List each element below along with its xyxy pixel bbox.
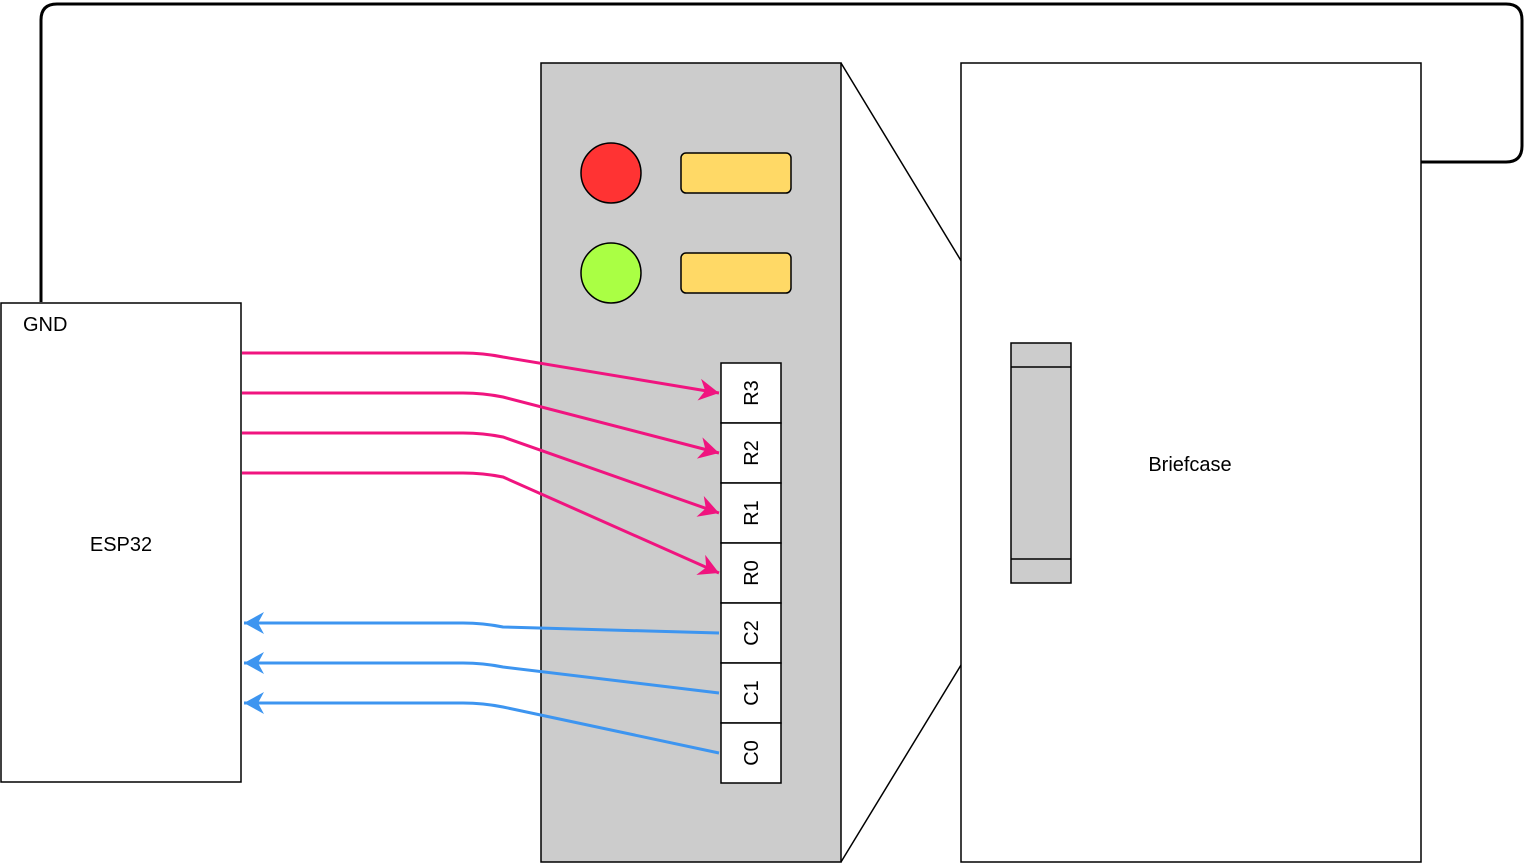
- wire-r3: [242, 351, 720, 401]
- wire-c0: [244, 692, 720, 755]
- briefcase-connector: [1010, 342, 1072, 584]
- pin-r1-label: R1: [741, 500, 763, 526]
- column-wires: [244, 612, 720, 755]
- pin-r3-label: R3: [741, 380, 763, 406]
- pin-c0-label: C0: [741, 740, 763, 766]
- briefcase-label: Briefcase: [1148, 454, 1231, 476]
- wire-r2: [242, 391, 720, 459]
- gnd-wire: [39, 2, 1524, 302]
- pin-c2-box: [720, 602, 782, 664]
- pin-r1-box: [720, 482, 782, 544]
- wire-r1: [242, 431, 720, 517]
- wire-r0: [242, 471, 720, 575]
- wire-c2: [244, 612, 720, 635]
- esp32-board: [0, 302, 242, 783]
- pin-r0-label: R0: [741, 560, 763, 586]
- pin-c1-box: [720, 662, 782, 724]
- pin-c0-box: [720, 722, 782, 784]
- pin-c2-label: C2: [741, 620, 763, 646]
- esp32-title: ESP32: [90, 534, 152, 556]
- pin-r0-box: [720, 542, 782, 604]
- indicator-slot-bottom: [680, 252, 792, 294]
- wire-c1: [244, 652, 720, 695]
- pin-c1-label: C1: [741, 680, 763, 706]
- indicator-slot-top: [680, 152, 792, 194]
- esp32-gnd-label: GND: [23, 314, 67, 336]
- pin-r2-label: R2: [741, 440, 763, 466]
- green-led: [580, 242, 642, 304]
- row-wires: [242, 351, 720, 575]
- red-led: [580, 142, 642, 204]
